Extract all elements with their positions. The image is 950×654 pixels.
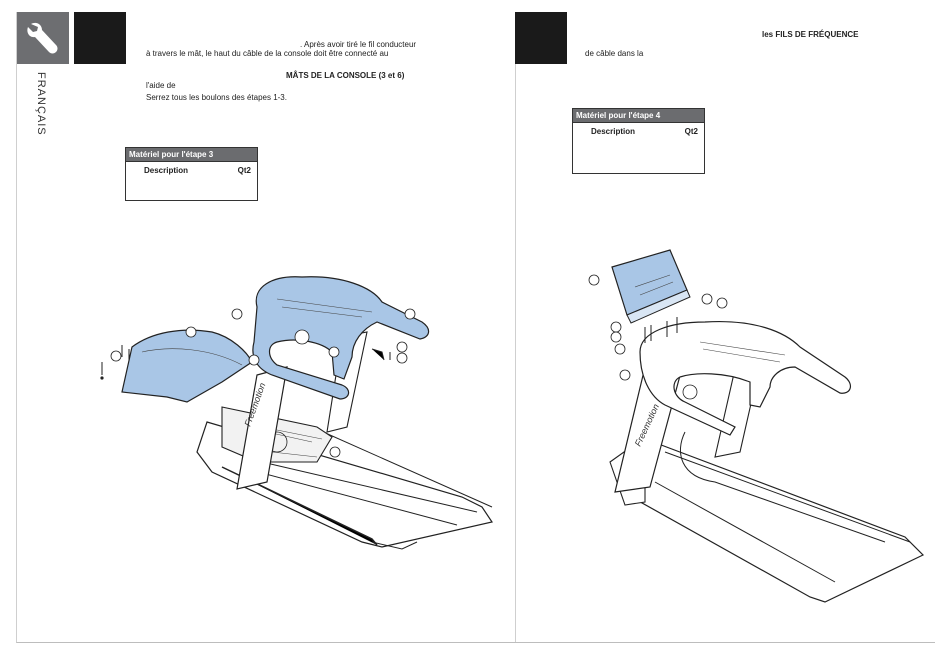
hardware-table-step-4: Matériel pour l'étape 4 Description Qt2 xyxy=(572,108,705,174)
instruction-line-1: . Après avoir tiré le fil conducteur xyxy=(300,40,417,49)
hardware-table-step-3: Matériel pour l'étape 3 Description Qt2 xyxy=(125,147,258,201)
step-number-box xyxy=(515,12,567,64)
right-page: les FILS DE FRÉQUENCE de câble dans la M… xyxy=(515,12,935,643)
col-qty: Qt2 xyxy=(237,166,251,175)
table-header-row: Description Qt2 xyxy=(573,123,704,136)
left-page: FRANÇAIS . Après avoir tiré le fil condu… xyxy=(16,12,516,643)
instruction-line-4: Serrez tous les boulons des étapes 1-3. xyxy=(146,93,287,102)
section-heading: MÂTS DE LA CONSOLE (3 et 6) xyxy=(286,71,405,80)
instruction-line-1: de câble dans la xyxy=(585,49,644,58)
step-number-box xyxy=(74,12,126,64)
table-header-row: Description Qt2 xyxy=(126,162,257,175)
wrench-icon xyxy=(27,22,58,54)
treadmill-diagram-step-3: Freemotion xyxy=(100,276,493,550)
instruction-line-3: l'aide de xyxy=(146,81,176,90)
language-tab: FRANÇAIS xyxy=(35,72,47,136)
table-title: Matériel pour l'étape 4 xyxy=(572,108,705,123)
table-title: Matériel pour l'étape 3 xyxy=(125,147,258,162)
tool-box xyxy=(17,12,69,64)
section-heading: les FILS DE FRÉQUENCE xyxy=(762,30,859,39)
col-description: Description xyxy=(591,127,636,136)
treadmill-diagram-step-4: Freemotion xyxy=(588,249,925,603)
instruction-line-2: à travers le mât, le haut du câble de la… xyxy=(146,49,389,58)
col-qty: Qt2 xyxy=(684,127,698,136)
col-description: Description xyxy=(144,166,189,175)
